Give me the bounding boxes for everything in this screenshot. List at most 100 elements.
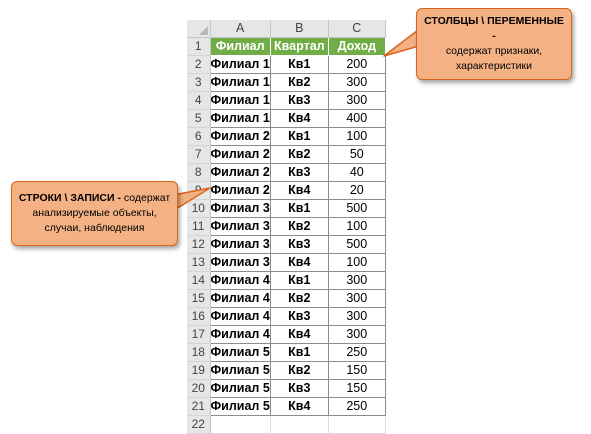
cell-quarter[interactable]: Кв2 (269, 145, 329, 164)
cell-quarter[interactable]: Кв3 (269, 379, 329, 398)
column-header-a[interactable]: A (210, 20, 271, 38)
cell-branch[interactable]: Филиал 1 (209, 73, 271, 92)
cell-quarter[interactable]: Кв1 (269, 343, 329, 362)
row-header[interactable]: 5 (187, 109, 211, 128)
cell-branch[interactable]: Филиал 3 (209, 217, 271, 236)
cell-quarter[interactable]: Кв3 (269, 307, 329, 326)
cell-income[interactable]: 150 (327, 361, 386, 380)
cell-income[interactable]: 40 (327, 163, 386, 182)
cell-quarter[interactable]: Кв4 (269, 181, 329, 200)
cell-quarter[interactable]: Кв4 (269, 325, 329, 344)
row-header[interactable]: 20 (187, 379, 211, 398)
cell-income[interactable]: 100 (327, 217, 386, 236)
cell-income[interactable]: 300 (327, 271, 386, 290)
cell-branch[interactable]: Филиал 3 (209, 235, 271, 254)
header-cell-branch[interactable]: Филиал (209, 37, 271, 56)
cell-branch[interactable]: Филиал 3 (209, 199, 271, 218)
cell-branch[interactable]: Филиал 5 (209, 397, 271, 416)
cell-quarter[interactable]: Кв4 (269, 109, 329, 128)
row-header[interactable]: 19 (187, 361, 211, 380)
cell-branch[interactable]: Филиал 1 (209, 109, 271, 128)
cell-branch[interactable]: Филиал 5 (209, 379, 271, 398)
cell-branch[interactable]: Филиал 2 (209, 145, 271, 164)
header-cell-quarter[interactable]: Квартал (269, 37, 329, 56)
cell-branch[interactable]: Филиал 4 (209, 289, 271, 308)
row-header[interactable]: 9 (187, 181, 211, 200)
cell-quarter[interactable]: Кв2 (269, 361, 329, 380)
cell-quarter[interactable]: Кв1 (269, 55, 329, 74)
cell-income[interactable]: 100 (327, 127, 386, 146)
cell-quarter[interactable]: Кв4 (269, 253, 329, 272)
row-header[interactable]: 21 (187, 397, 211, 416)
row-header[interactable]: 14 (187, 271, 211, 290)
cell-quarter[interactable]: Кв1 (269, 127, 329, 146)
row-header[interactable]: 7 (187, 145, 211, 164)
cell-income[interactable]: 300 (327, 307, 386, 326)
cell-income[interactable]: 500 (327, 199, 386, 218)
cell-branch[interactable]: Филиал 2 (209, 163, 271, 182)
column-header-c[interactable]: C (328, 20, 386, 38)
cell-quarter[interactable]: Кв3 (269, 163, 329, 182)
row-header[interactable]: 3 (187, 73, 211, 92)
cell-quarter[interactable]: Кв3 (269, 91, 329, 110)
cell-income[interactable]: 300 (327, 325, 386, 344)
cell-income[interactable]: 250 (327, 397, 386, 416)
cell-quarter[interactable]: Кв1 (269, 199, 329, 218)
cell-income[interactable]: 300 (327, 91, 386, 110)
cell-income[interactable]: 300 (327, 289, 386, 308)
cell-branch[interactable]: Филиал 4 (209, 307, 271, 326)
rows-callout-title: СТРОКИ \ ЗАПИСИ - (18, 192, 121, 204)
cell-branch[interactable]: Филиал 1 (209, 55, 271, 74)
row-header[interactable]: 18 (187, 343, 211, 362)
row-header[interactable]: 4 (187, 91, 211, 110)
empty-cell[interactable] (270, 415, 329, 434)
row-header[interactable]: 10 (187, 199, 211, 218)
cell-branch[interactable]: Филиал 2 (209, 127, 271, 146)
cell-quarter[interactable]: Кв2 (269, 289, 329, 308)
cell-branch[interactable]: Филиал 1 (209, 91, 271, 110)
row-header[interactable]: 16 (187, 307, 211, 326)
row-header[interactable]: 15 (187, 289, 211, 308)
cell-branch[interactable]: Филиал 5 (209, 343, 271, 362)
cell-income[interactable]: 200 (327, 55, 386, 74)
select-all-corner[interactable] (187, 20, 211, 38)
cell-branch[interactable]: Филиал 4 (209, 325, 271, 344)
cell-branch[interactable]: Филиал 2 (209, 181, 271, 200)
row-header[interactable]: 1 (187, 37, 211, 56)
row-header[interactable]: 11 (187, 217, 211, 236)
cell-income[interactable]: 150 (327, 379, 386, 398)
cell-quarter[interactable]: Кв3 (269, 235, 329, 254)
row-header[interactable]: 22 (187, 415, 211, 434)
row-header[interactable]: 8 (187, 163, 211, 182)
header-cell-income[interactable]: Доход (327, 37, 386, 56)
row-header[interactable]: 2 (187, 55, 211, 74)
cell-income[interactable]: 250 (327, 343, 386, 362)
cell-quarter[interactable]: Кв2 (269, 73, 329, 92)
cell-branch[interactable]: Филиал 3 (209, 253, 271, 272)
row-header[interactable]: 17 (187, 325, 211, 344)
empty-cell[interactable] (210, 415, 271, 434)
cell-income[interactable]: 20 (327, 181, 386, 200)
table-row: 22 (187, 415, 386, 434)
cell-branch[interactable]: Филиал 4 (209, 271, 271, 290)
cell-quarter[interactable]: Кв2 (269, 217, 329, 236)
cell-branch[interactable]: Филиал 5 (209, 361, 271, 380)
cell-quarter[interactable]: Кв4 (269, 397, 329, 416)
row-header[interactable]: 6 (187, 127, 211, 146)
row-header[interactable]: 12 (187, 235, 211, 254)
column-header-b[interactable]: B (270, 20, 329, 38)
cell-income[interactable]: 400 (327, 109, 386, 128)
row-header[interactable]: 13 (187, 253, 211, 272)
cell-income[interactable]: 300 (327, 73, 386, 92)
cell-quarter[interactable]: Кв1 (269, 271, 329, 290)
cell-income[interactable]: 500 (327, 235, 386, 254)
cell-income[interactable]: 100 (327, 253, 386, 272)
cell-income[interactable]: 50 (327, 145, 386, 164)
empty-cell[interactable] (328, 415, 386, 434)
